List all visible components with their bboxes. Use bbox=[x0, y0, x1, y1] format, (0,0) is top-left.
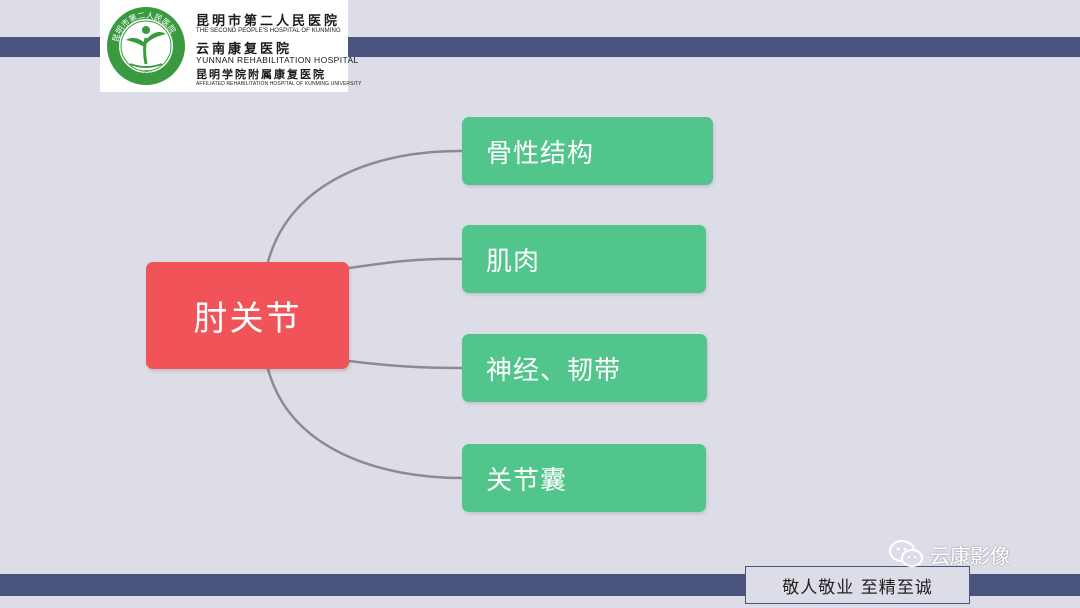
connector-branch-1 bbox=[266, 149, 463, 263]
hospital-name-1-en: THE SECOND PEOPLE'S HOSPITAL OF KUNMING bbox=[196, 28, 341, 34]
hospital-name-3-en: AFFILIATED REHABILITATION HOSPITAL OF KU… bbox=[196, 81, 362, 87]
watermark-text: 云康影像 bbox=[930, 543, 1010, 568]
motto-box: 敬人敬业 至精至诚 bbox=[745, 566, 970, 604]
watermark: 云康影像 bbox=[888, 539, 1010, 569]
svg-text:1952: 1952 bbox=[140, 70, 151, 76]
branch-node-joint-capsule: 关节囊 bbox=[462, 444, 706, 512]
hospital-name-1: 昆明市第二人民医院 bbox=[196, 14, 341, 29]
wechat-icon bbox=[889, 540, 923, 567]
connector-branch-3 bbox=[348, 359, 463, 370]
branch-node-muscle: 肌肉 bbox=[462, 225, 706, 293]
hospital-name-2-en: YUNNAN REHABILITATION HOSPITAL bbox=[196, 55, 359, 65]
branch-node-bony-structure: 骨性结构 bbox=[462, 117, 713, 185]
hospital-name-3: 昆明学院附属康复医院 bbox=[196, 68, 326, 81]
branch-node-nerve-ligament: 神经、韧带 bbox=[462, 334, 707, 402]
central-topic-node: 肘关节 bbox=[146, 262, 349, 369]
connector-branch-2 bbox=[348, 257, 463, 270]
hospital-logo: 1952 昆明市第二人民医院 bbox=[107, 7, 185, 85]
connector-branch-4 bbox=[266, 368, 463, 480]
hospital-name-2: 云南康复医院 bbox=[196, 42, 293, 57]
